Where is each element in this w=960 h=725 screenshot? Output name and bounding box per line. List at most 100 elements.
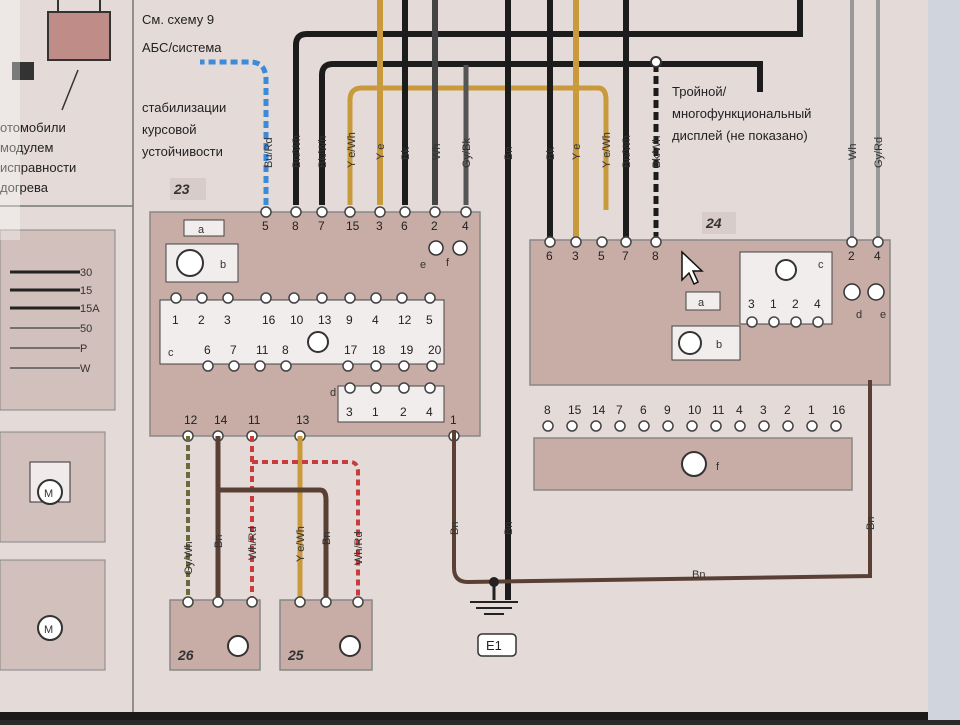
- connector-pin: [182, 596, 194, 608]
- connector-pin: [254, 360, 266, 372]
- connector-pin: [344, 206, 356, 218]
- pin-number: 14: [592, 403, 606, 417]
- pin-number: 4: [874, 249, 881, 263]
- pin-number: 16: [262, 313, 276, 327]
- pin-number: 10: [688, 403, 702, 417]
- pin-number: 6: [546, 249, 553, 263]
- pin-number: 7: [318, 219, 325, 233]
- component-26: 26: [169, 599, 261, 671]
- connector-pin: [542, 420, 554, 432]
- wire-label: Gy/Wh: [183, 541, 195, 575]
- connector-pin: [170, 292, 182, 304]
- wire-label: Bk: [545, 147, 557, 160]
- pin-number: 8: [544, 403, 551, 417]
- pin-number: 13: [318, 313, 332, 327]
- wire-label: Y e: [375, 144, 387, 160]
- top-wire-bus: [200, 0, 880, 600]
- scale-w: W: [80, 363, 91, 375]
- sub-label-f-24: f: [716, 461, 720, 473]
- wire-label: Bn/Wh: [621, 135, 633, 168]
- connector-pin: [638, 420, 650, 432]
- component-23: 23 a b c d e f: [149, 178, 481, 437]
- scale-15a: 15A: [80, 303, 100, 315]
- pin-number: 1: [450, 413, 457, 427]
- pin-number: 9: [346, 313, 353, 327]
- connector-pin: [344, 292, 356, 304]
- pin-number: 4: [736, 403, 743, 417]
- component-24: 24 c a b d e f: [529, 212, 891, 491]
- wire-labels-23: Bu/Rd Bn/Wh Bk/Wh Y e/Wh Y e Bk Wh Gy/Bk: [263, 132, 473, 168]
- connector-pin: [316, 206, 328, 218]
- connector-pin: [460, 206, 472, 218]
- mouse-cursor-icon: [681, 250, 704, 286]
- wire-label: Bn: [692, 569, 705, 581]
- pin-number: 10: [290, 313, 304, 327]
- component-number-24: 24: [705, 215, 722, 231]
- scale-p: P: [80, 343, 87, 355]
- note-stab-3: устойчивости: [142, 144, 223, 159]
- connector-pin: [596, 236, 608, 248]
- pin-number: 7: [622, 249, 629, 263]
- connector-pin: [758, 420, 770, 432]
- connector-pin: [196, 292, 208, 304]
- left-panel: отомобили модулем исправности догрева 30…: [0, 0, 134, 712]
- left-note-4: догрева: [0, 180, 49, 195]
- pin-number: 3: [346, 405, 353, 419]
- ground-e1: E1: [470, 577, 518, 657]
- pin-number: 15: [346, 219, 360, 233]
- connector-pin: [370, 360, 382, 372]
- wire-label: Bn: [449, 522, 461, 535]
- wire-label: Gy/Rd: [873, 137, 885, 168]
- motor-symbol-2: M: [44, 624, 53, 636]
- pin-number: 4: [814, 297, 821, 311]
- note-see-scheme: См. схему 9: [142, 12, 214, 27]
- wire-label: Wh: [847, 144, 859, 161]
- connector-pin: [812, 316, 824, 328]
- pin-number: 2: [784, 403, 791, 417]
- pin-number: 2: [792, 297, 799, 311]
- connector-pin: [342, 360, 354, 372]
- connector-pin: [398, 382, 410, 394]
- pin-number: 5: [262, 219, 269, 233]
- connector-pin: [370, 382, 382, 394]
- note-display-1: Тройной/: [672, 84, 727, 99]
- pin-number: 7: [230, 343, 237, 357]
- pin-number: 12: [398, 313, 412, 327]
- connector-pin: [429, 206, 441, 218]
- sub-label-b: b: [220, 259, 226, 271]
- pin-number: 6: [401, 219, 408, 233]
- connector-pin: [686, 420, 698, 432]
- connector-pin: [344, 382, 356, 394]
- wire-label: Bn: [213, 535, 225, 548]
- left-note-1: отомобили: [0, 120, 66, 135]
- pin-number: 8: [652, 249, 659, 263]
- left-note-3: исправности: [0, 160, 76, 175]
- connector-pin: [316, 292, 328, 304]
- wire-label: Y e/Wh: [601, 132, 613, 168]
- connector-pin: [294, 596, 306, 608]
- scale-30: 30: [80, 267, 92, 279]
- pin-number: 12: [184, 413, 198, 427]
- pin-number: 11: [712, 403, 725, 417]
- connector-pin: [426, 360, 438, 372]
- pin-number: 6: [640, 403, 647, 417]
- connector-pin: [280, 360, 292, 372]
- pin-number: 4: [426, 405, 433, 419]
- pin-number: 4: [462, 219, 469, 233]
- connector-pin: [566, 420, 578, 432]
- sub-label-e: e: [420, 259, 426, 271]
- connector-pin: [710, 420, 722, 432]
- pin-number: 9: [664, 403, 671, 417]
- connector-pin: [290, 206, 302, 218]
- connector-pin: [202, 360, 214, 372]
- pin-number: 3: [376, 219, 383, 233]
- wire-label: Y e: [571, 144, 583, 160]
- note-abs-system: АБС/система: [142, 40, 222, 55]
- connector-pin: [352, 596, 364, 608]
- pin-number: 4: [372, 313, 379, 327]
- connector-pin: [846, 236, 858, 248]
